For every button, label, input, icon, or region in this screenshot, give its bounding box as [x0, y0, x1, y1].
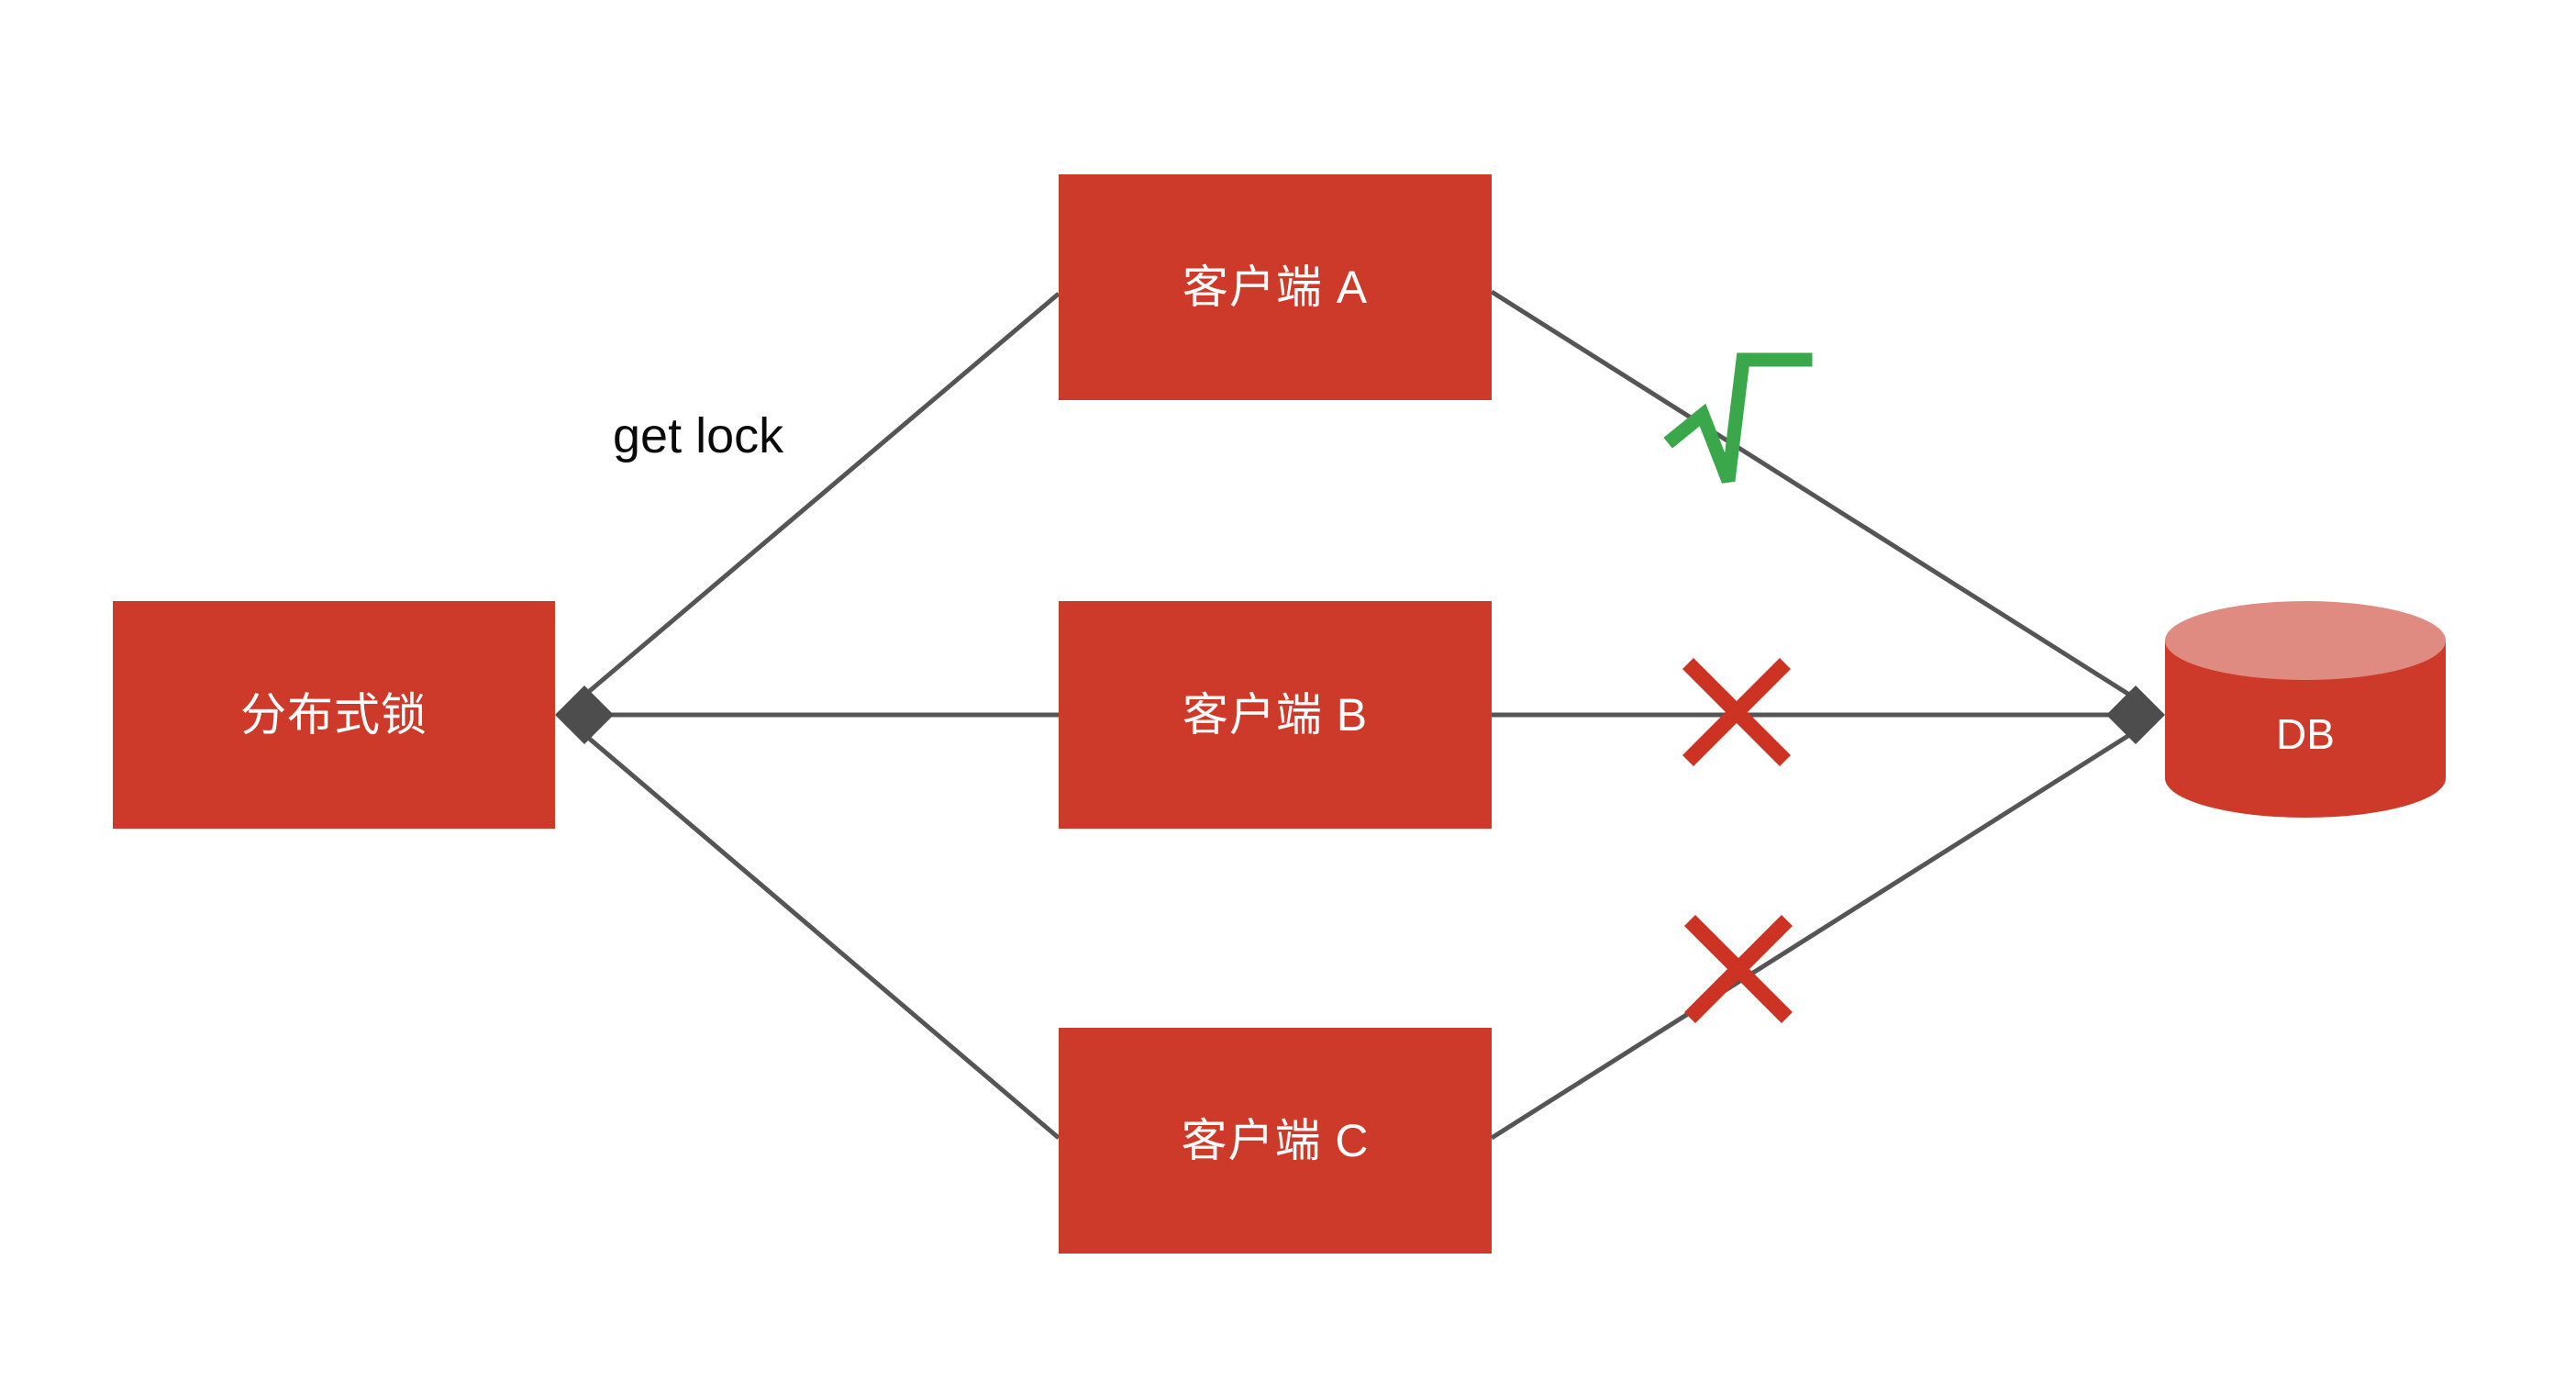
edge-lock-client-c	[560, 713, 1060, 1140]
node-label-client-a: 客户端 A	[1182, 262, 1369, 313]
blocked-cross-icon-b	[1682, 657, 1792, 767]
node-client-b[interactable]: 客户端 B	[1059, 601, 1492, 829]
edge-label-get-lock: get lock	[613, 408, 784, 463]
node-client-c[interactable]: 客户端 C	[1059, 1028, 1492, 1254]
node-label-client-c: 客户端 C	[1181, 1115, 1370, 1166]
node-label-distributed-lock: 分布式锁	[240, 689, 427, 741]
node-db[interactable]: DB	[2165, 601, 2446, 818]
node-distributed-lock[interactable]: 分布式锁	[113, 601, 555, 829]
node-label-client-b: 客户端 B	[1182, 689, 1369, 741]
arrowhead-at-lock	[555, 685, 614, 744]
success-check-icon	[1663, 352, 1813, 484]
edge-lock-client-a	[560, 292, 1060, 717]
blocked-cross-icon-c	[1683, 914, 1793, 1024]
arrowhead-at-db	[2106, 685, 2165, 744]
node-label-db: DB	[2276, 710, 2335, 758]
edge-client-c-db	[1490, 712, 2163, 1141]
edge-client-a-db	[1490, 289, 2163, 718]
node-client-a[interactable]: 客户端 A	[1059, 174, 1492, 400]
